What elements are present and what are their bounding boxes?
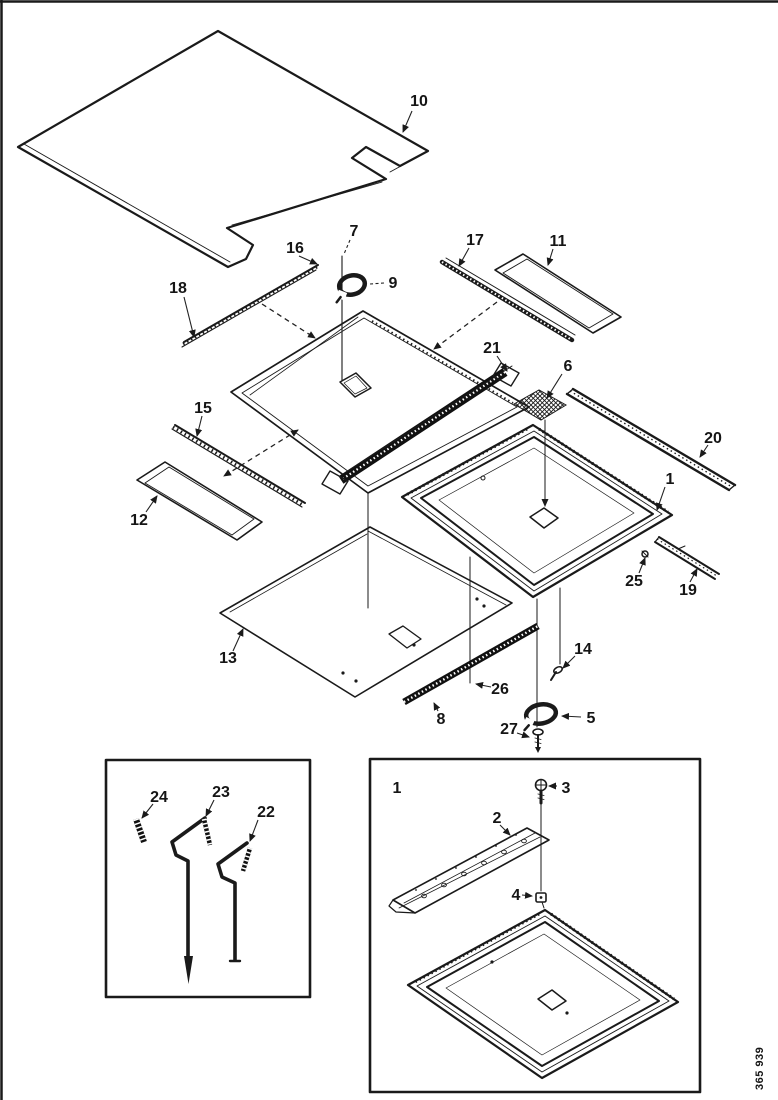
callout-10: 10 — [410, 93, 428, 110]
inset-box-left — [104, 758, 312, 999]
callout-23: 23 — [212, 784, 230, 801]
perforated-rail-2 — [388, 827, 550, 914]
callout-21: 21 — [483, 340, 501, 357]
screw-3 — [534, 778, 548, 805]
callout-26: 26 — [491, 681, 509, 698]
callout-8: 8 — [437, 711, 446, 728]
rod-23 — [170, 816, 213, 984]
sliding-roof-panel-1 — [400, 423, 674, 599]
callout-1: 1 — [666, 471, 675, 488]
callout-9: 9 — [389, 275, 398, 292]
callout-labels: 10 16 7 17 11 18 9 21 6 15 20 1 12 25 19… — [130, 93, 722, 904]
alignment-line-7 — [341, 239, 351, 382]
spring-24 — [133, 818, 147, 843]
rod-22 — [216, 841, 253, 963]
roof-frame — [230, 310, 530, 494]
headliner-board-13 — [219, 526, 513, 698]
clip-9 — [335, 273, 368, 304]
adhesive-patch-6 — [512, 389, 567, 507]
callout-20: 20 — [704, 430, 722, 447]
seal-strip-17 — [439, 257, 576, 343]
figure-number: 365 939 — [754, 1047, 766, 1090]
locating-dashed-lines — [223, 301, 498, 477]
callout-16: 16 — [286, 240, 304, 257]
callout-11: 11 — [550, 233, 567, 250]
seal-strip-15 — [171, 424, 306, 508]
callout-4: 4 — [512, 887, 521, 904]
callout-3: 3 — [562, 780, 571, 797]
callout-17: 17 — [466, 232, 484, 249]
side-rail-20 — [565, 387, 737, 492]
callout-22: 22 — [257, 804, 275, 821]
seal-strip-8 — [402, 622, 540, 706]
trim-panel-12 — [136, 461, 263, 541]
leader-lines — [141, 110, 709, 899]
guide-piece-19 — [654, 536, 720, 580]
callout-14: 14 — [574, 641, 592, 658]
inset-panel-1 — [406, 908, 680, 1080]
callout-5: 5 — [587, 710, 596, 727]
callout-24: 24 — [150, 789, 168, 806]
clip-5 — [522, 702, 559, 732]
screw-14 — [550, 665, 563, 681]
inset-box-right — [368, 757, 702, 1094]
nut-4 — [535, 892, 547, 909]
callout-19: 19 — [679, 582, 697, 599]
callout-inset-1: 1 — [393, 780, 402, 797]
screw-27 — [532, 728, 544, 753]
callout-7: 7 — [350, 223, 359, 240]
screw-25 — [641, 550, 649, 558]
callout-12: 12 — [130, 512, 148, 529]
callout-13: 13 — [219, 650, 237, 667]
callout-27: 27 — [500, 721, 518, 738]
seal-strip-16 — [181, 264, 319, 348]
sunshade-panel-11 — [494, 253, 622, 334]
headliner-panel-10 — [16, 29, 430, 269]
callout-18: 18 — [169, 280, 187, 297]
alignment-lines — [367, 492, 561, 728]
callout-6: 6 — [564, 358, 573, 375]
callout-2: 2 — [493, 810, 502, 827]
front-rail-21 — [321, 362, 520, 495]
callout-25: 25 — [625, 573, 643, 590]
callout-15: 15 — [194, 400, 212, 417]
